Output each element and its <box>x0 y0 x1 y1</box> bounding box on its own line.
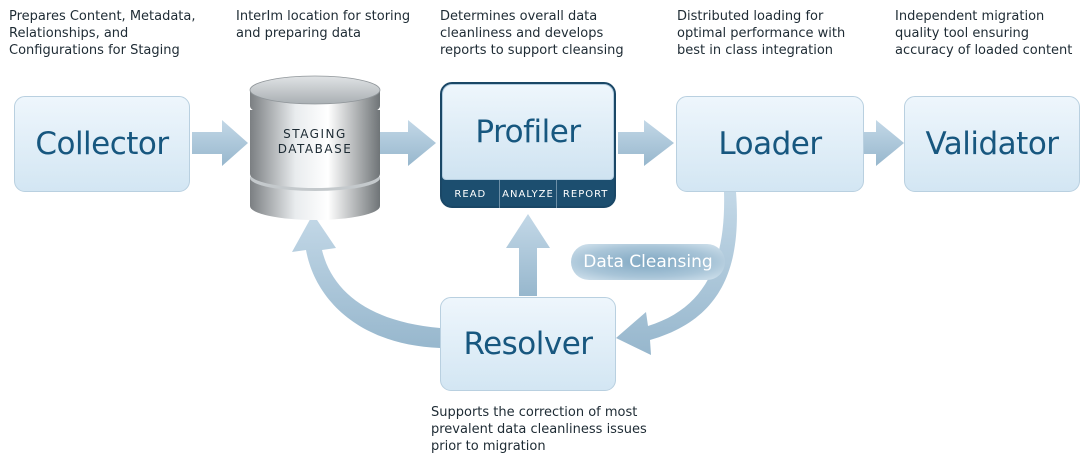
validator-box: Validator <box>904 96 1080 192</box>
loader-box: Loader <box>676 96 864 192</box>
profiler-label: Profiler <box>475 114 581 150</box>
profiler-header: Profiler <box>442 84 614 180</box>
loader-label: Loader <box>718 126 822 162</box>
arrow-profiler-to-loader <box>618 120 674 166</box>
data-cleansing-label: Data Cleansing <box>583 252 713 272</box>
profiler-tab-read: READ <box>454 188 487 200</box>
loader-description: Distributed loading for optimal performa… <box>677 9 846 58</box>
resolver-box: Resolver <box>440 297 616 391</box>
arrow-collector-to-staging <box>192 120 248 166</box>
profiler-tab-analyze: ANALYZE <box>498 180 557 208</box>
staging-description: InterIm location for storing and prepari… <box>236 9 411 41</box>
arrow-staging-to-profiler <box>378 120 436 166</box>
resolver-description: Supports the correction of most prevalen… <box>431 405 647 454</box>
validator-label: Validator <box>925 126 1059 162</box>
staging-database-icon <box>249 75 381 220</box>
arrow-loader-to-validator <box>864 120 904 166</box>
validator-description: Independent migration quality tool ensur… <box>895 9 1073 58</box>
data-cleansing-badge: Data Cleansing <box>571 244 725 280</box>
profiler-tabs: READ ANALYZE REPORT <box>442 180 614 208</box>
arrow-resolver-to-staging <box>292 214 440 348</box>
collector-label: Collector <box>35 126 169 162</box>
collector-description: Prepares Content, Metadata, Relationship… <box>9 9 196 58</box>
profiler-tab-report: REPORT <box>556 180 614 208</box>
arrow-loader-to-resolver <box>616 192 737 355</box>
profiler-description: Determines overall data cleanliness and … <box>440 9 624 58</box>
staging-database-label: STAGING DATABASE <box>277 127 353 156</box>
profiler-box: Profiler READ ANALYZE REPORT <box>440 82 616 208</box>
collector-box: Collector <box>14 96 190 192</box>
arrow-resolver-to-profiler <box>506 214 550 296</box>
resolver-label: Resolver <box>463 326 593 362</box>
